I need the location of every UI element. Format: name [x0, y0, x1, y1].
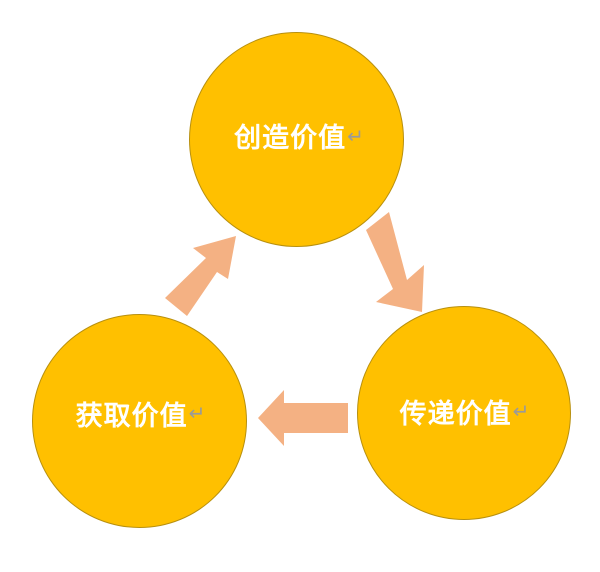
node-capture-label: 获取价值: [75, 400, 188, 432]
node-capture-value: 获取价值↵: [32, 314, 247, 528]
arrow-create-to-deliver: [366, 212, 424, 312]
node-deliver-label: 传递价值: [399, 398, 512, 430]
node-create-value: 创造价值↵: [189, 32, 404, 247]
paragraph-mark-icon: ↵: [512, 399, 531, 423]
node-create-label: 创造价值: [234, 123, 347, 154]
node-deliver-value: 传递价值↵: [357, 306, 571, 520]
paragraph-mark-icon: ↵: [347, 123, 365, 148]
paragraph-mark-icon: ↵: [188, 401, 207, 425]
arrow-deliver-to-capture: [258, 390, 348, 446]
arrow-capture-to-create: [165, 236, 236, 316]
